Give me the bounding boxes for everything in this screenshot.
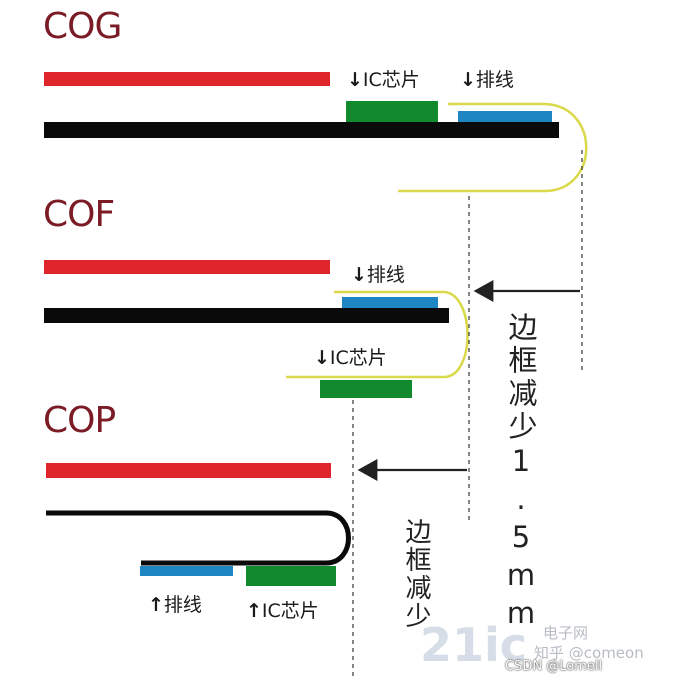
cog-substrate <box>44 122 559 138</box>
bezel-reduced-annotation: 边框减少 <box>401 518 431 630</box>
cof-ic-chip <box>320 380 412 398</box>
down-arrow-icon: ↓ <box>351 264 367 286</box>
ic-chip-text: IC芯片 <box>362 69 420 91</box>
ic-chip-text: IC芯片 <box>261 600 319 622</box>
watermark-csdn: CSDN @Lomell <box>505 659 603 674</box>
cof-ic-chip-label: ↓IC芯片 <box>314 343 387 370</box>
ic-chip-text: IC芯片 <box>329 347 387 369</box>
cop-ic-chip <box>246 566 336 586</box>
section-title-cog: COG <box>43 6 122 47</box>
cop-flexible-substrate <box>46 510 351 566</box>
flex-cable-text: 排线 <box>475 69 514 91</box>
cof-glass-panel <box>44 260 330 274</box>
watermark-zhihu: 知乎 @comeon <box>534 644 644 662</box>
down-arrow-icon: ↓ <box>347 69 363 91</box>
down-arrow-icon: ↓ <box>460 69 476 91</box>
bezel-reduced-1-5mm-annotation: 边框减少1.5mm <box>504 312 538 634</box>
down-arrow-icon: ↓ <box>314 347 330 369</box>
flex-cable-text: 排线 <box>163 594 202 616</box>
up-arrow-icon: ↑ <box>148 594 164 616</box>
watermark-21ic-logo: 21ic <box>420 618 528 672</box>
cof-flex-cable <box>342 297 438 308</box>
cog-ic-chip <box>346 101 438 122</box>
cop-ic-chip-label: ↑IC芯片 <box>246 596 319 623</box>
watermark-site-name: 电子网 <box>543 624 589 642</box>
section-title-cof: COF <box>43 194 115 235</box>
cog-glass-panel <box>44 72 330 86</box>
cof-substrate <box>44 308 449 323</box>
cof-flex-cable-label: ↓排线 <box>351 260 405 287</box>
cof-flex-bend <box>286 290 469 379</box>
cog-flex-cable <box>458 111 552 122</box>
cop-flex-cable <box>140 566 233 576</box>
cop-flex-cable-label: ↑排线 <box>148 590 202 617</box>
up-arrow-icon: ↑ <box>246 600 262 622</box>
cog-ic-chip-label: ↓IC芯片 <box>347 65 420 92</box>
section-title-cop: COP <box>43 400 116 441</box>
cog-flex-bend <box>398 102 588 193</box>
cop-glass-panel <box>46 463 331 478</box>
cog-flex-cable-label: ↓排线 <box>460 65 514 92</box>
flex-cable-text: 排线 <box>366 264 405 286</box>
